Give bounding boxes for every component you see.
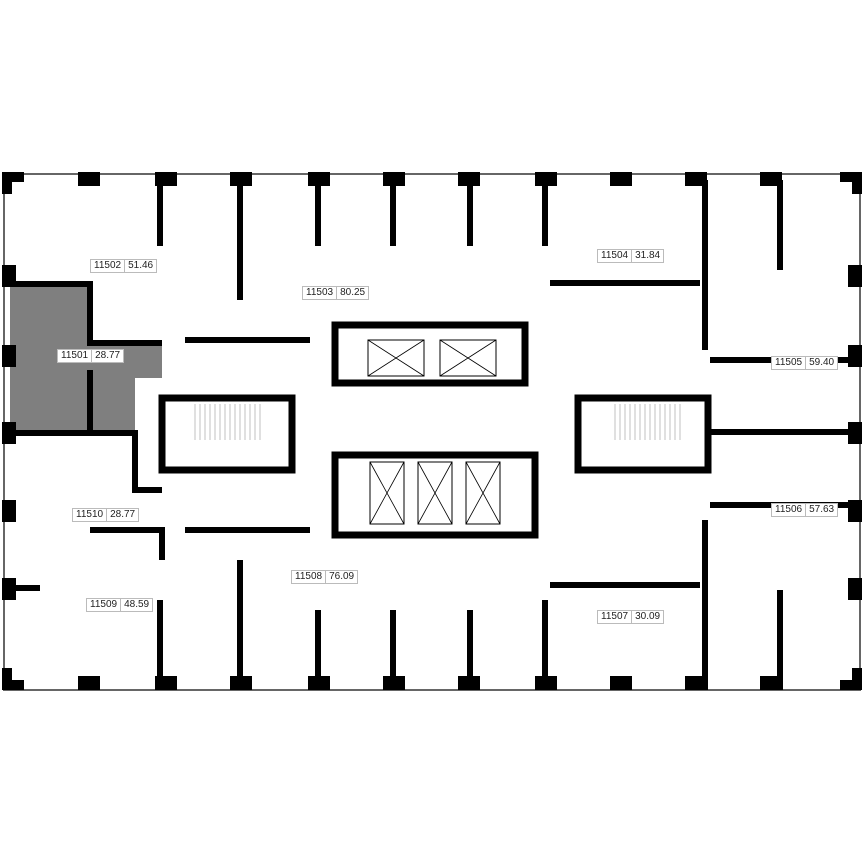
- column: [78, 676, 100, 690]
- unit-number: 11510: [76, 509, 104, 520]
- unit-area: 28.77: [106, 509, 138, 521]
- stair-left: [158, 394, 296, 474]
- column: [848, 265, 862, 287]
- core: [158, 321, 712, 539]
- column: [2, 172, 12, 194]
- column: [535, 172, 557, 186]
- stair-right: [574, 394, 712, 474]
- unit-area: 48.59: [120, 599, 152, 611]
- unit-number: 11509: [90, 599, 118, 610]
- column: [2, 680, 24, 690]
- column: [760, 676, 782, 690]
- column: [852, 668, 862, 690]
- unit-area: 80.25: [336, 287, 368, 299]
- column: [78, 172, 100, 186]
- column: [458, 172, 480, 186]
- unit-area: 30.09: [631, 611, 663, 623]
- walls: [10, 180, 860, 690]
- column: [230, 172, 252, 186]
- unit-number: 11506: [775, 504, 803, 515]
- unit-area: 76.09: [325, 571, 357, 583]
- unit-area: 59.40: [805, 357, 837, 369]
- unit-number: 11508: [295, 571, 323, 582]
- column: [2, 668, 12, 690]
- unit-area: 31.84: [631, 250, 663, 262]
- column: [685, 172, 707, 186]
- unit-area: 51.46: [124, 260, 156, 272]
- column: [610, 676, 632, 690]
- unit-number: 11501: [61, 350, 89, 361]
- unit-number: 11502: [94, 260, 122, 271]
- unit-area: 28.77: [91, 350, 123, 362]
- unit-area: 57.63: [805, 504, 837, 516]
- column: [610, 172, 632, 186]
- unit-number: 11507: [601, 611, 629, 622]
- column: [308, 172, 330, 186]
- column: [2, 578, 16, 600]
- column: [760, 172, 782, 186]
- column: [2, 422, 16, 444]
- unit-number: 11505: [775, 357, 803, 368]
- column: [840, 172, 862, 182]
- column: [852, 172, 862, 194]
- unit-number: 11504: [601, 250, 629, 261]
- column: [383, 172, 405, 186]
- column: [2, 345, 16, 367]
- column: [685, 676, 707, 690]
- column: [848, 578, 862, 600]
- unit-number: 11503: [306, 287, 334, 298]
- column: [848, 345, 862, 367]
- column: [840, 680, 862, 690]
- column: [2, 500, 16, 522]
- column: [2, 172, 24, 182]
